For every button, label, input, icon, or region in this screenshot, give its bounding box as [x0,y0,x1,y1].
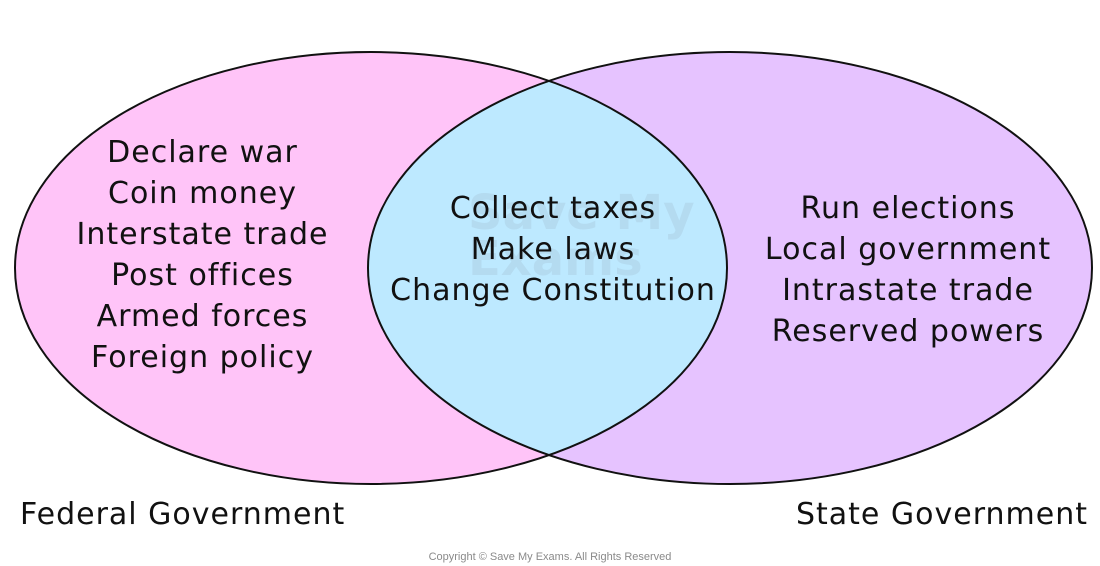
state-power-item: Intrastate trade [782,273,1034,308]
shared-powers-overlap [368,52,727,484]
state-power-item: Local government [764,232,1052,267]
watermark: Save My Exams [468,185,695,287]
shared-power-item: Collect taxes [449,191,657,226]
state-government-label: State Government [795,497,1088,532]
state-power-item: Run elections [800,191,1016,226]
federal-power-item: Foreign policy [91,340,314,375]
federal-power-item: Post offices [111,258,294,293]
copyright-notice: Copyright © Save My Exams. All Rights Re… [428,551,672,563]
watermark-line-1: Save My [468,185,695,241]
federal-power-item: Coin money [108,176,297,211]
shared-powers-list: Collect taxes Make laws Change Constitut… [378,188,728,311]
state-powers-list: Run elections Local government Intrastat… [758,188,1058,352]
federal-government-label: Federal Government [20,497,346,532]
federal-powers-list: Declare war Coin money Interstate trade … [55,132,350,378]
shared-power-item: Change Constitution [390,273,716,308]
federal-power-item: Interstate trade [76,217,329,252]
state-government-outline [367,51,1093,485]
watermark-line-2: Exams [468,231,643,287]
state-power-item: Reserved powers [771,314,1045,349]
federal-government-outline [14,51,728,485]
federal-power-item: Armed forces [96,299,309,334]
shared-power-item: Make laws [470,232,636,267]
federal-power-item: Declare war [107,135,298,170]
